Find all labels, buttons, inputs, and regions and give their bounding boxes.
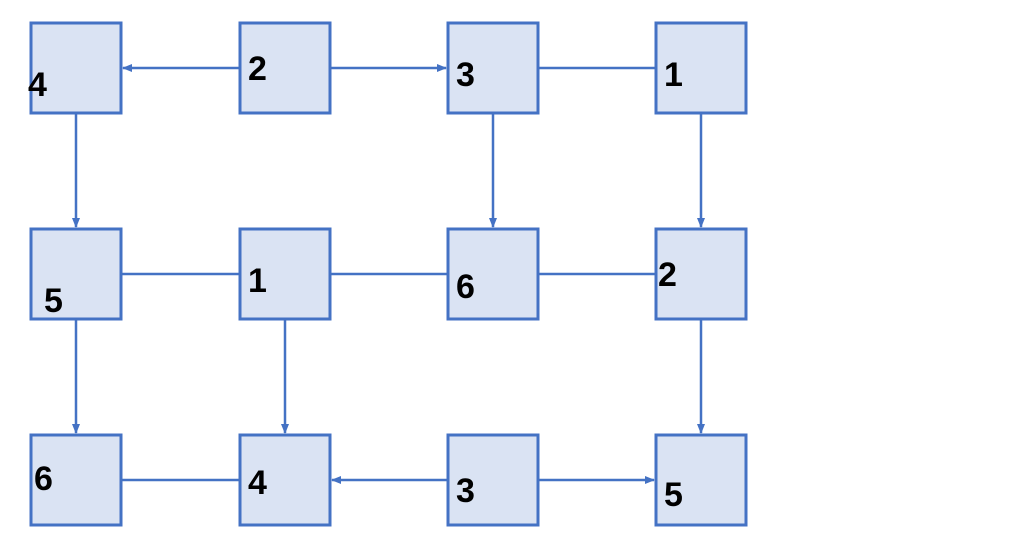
node-box [654, 21, 748, 115]
node-label: 2 [658, 256, 677, 294]
edges-layer [72, 64, 705, 484]
node-r1c1: 4 [28, 21, 123, 115]
node-label: 2 [248, 50, 267, 88]
node-box [446, 21, 540, 115]
node-r1c4: 1 [654, 21, 748, 115]
node-label: 5 [664, 476, 683, 514]
node-label: 3 [456, 472, 475, 510]
node-label: 6 [34, 460, 53, 498]
node-label: 5 [44, 282, 63, 320]
node-box [654, 227, 748, 321]
node-r2c1: 5 [29, 227, 123, 321]
nodes-layer: 4 2 3 1 5 1 6 2 6 4 3 5 [28, 21, 748, 527]
node-label: 3 [456, 56, 475, 94]
node-label: 4 [248, 464, 267, 502]
node-r2c4: 2 [654, 227, 748, 321]
node-r3c4: 5 [654, 433, 748, 527]
node-label: 4 [28, 66, 47, 104]
node-box [446, 433, 540, 527]
node-box [446, 227, 540, 321]
node-label: 6 [456, 268, 475, 306]
node-box [238, 21, 332, 115]
node-box [238, 433, 332, 527]
node-r3c1: 6 [29, 433, 123, 527]
node-r1c2: 2 [238, 21, 332, 115]
node-box [29, 433, 123, 527]
node-box [29, 227, 123, 321]
node-r1c3: 3 [446, 21, 540, 115]
node-r2c3: 6 [446, 227, 540, 321]
node-r3c2: 4 [238, 433, 332, 527]
node-label: 1 [664, 56, 683, 94]
node-box [238, 227, 332, 321]
node-r3c3: 3 [446, 433, 540, 527]
node-box [654, 433, 748, 527]
node-r2c2: 1 [238, 227, 332, 321]
node-box [29, 21, 123, 115]
node-label: 1 [248, 262, 267, 300]
